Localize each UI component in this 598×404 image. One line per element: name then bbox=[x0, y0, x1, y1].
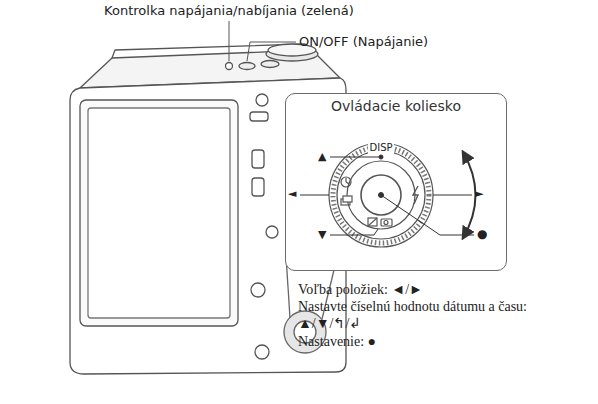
direction-symbol: ▼ bbox=[318, 228, 326, 241]
callout-heading: Ovládacie koliesko bbox=[286, 94, 506, 114]
instruction-text: Nastavte číselnú hodnotu dátumu a času: … bbox=[298, 299, 538, 333]
part-label: Kontrolka napájania/nabíjania (zelená) bbox=[104, 3, 354, 19]
direction-symbol: ◄ bbox=[288, 187, 296, 200]
part-label: ON/OFF (Napájanie) bbox=[299, 34, 428, 50]
instruction-text: Nastavenie: ● bbox=[298, 334, 376, 351]
direction-symbol: ● bbox=[477, 227, 487, 241]
button-label: DISP bbox=[368, 142, 393, 154]
instruction-text: Voľba položiek: ◄/► bbox=[298, 282, 423, 299]
direction-symbol: ► bbox=[475, 187, 483, 200]
direction-symbol: ▲ bbox=[318, 150, 326, 163]
